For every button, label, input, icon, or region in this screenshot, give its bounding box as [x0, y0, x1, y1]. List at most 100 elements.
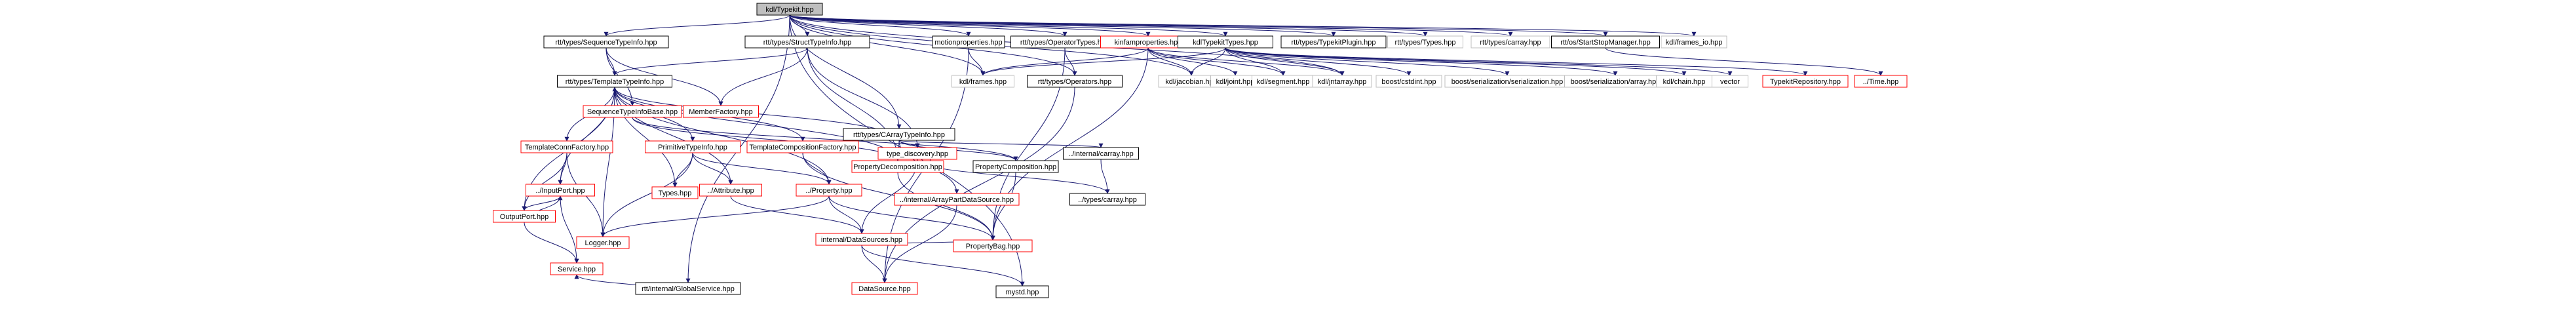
node-datasource-hpp[interactable]: DataSource.hpp — [851, 282, 918, 295]
edge-n8-to-n25 — [1225, 47, 1618, 76]
node-kdl-joint-hpp[interactable]: kdl/joint.hpp — [1210, 75, 1260, 88]
node-inputport-hpp[interactable]: ../InputPort.hpp — [526, 184, 595, 197]
node-kdl-jntarray-hpp[interactable]: kdl/jntarray.hpp — [1312, 75, 1372, 88]
node-box — [843, 128, 955, 141]
node-boost-cstdint-hpp[interactable]: boost/cstdint.hpp — [1375, 75, 1442, 88]
node-label: kdl/joint.hpp — [1216, 78, 1255, 86]
node-property-hpp[interactable]: ../Property.hpp — [796, 184, 862, 197]
node-label: kdl/frames_io.hpp — [1666, 39, 1723, 47]
edge-n3-to-n33 — [807, 47, 900, 161]
node-logger-hpp[interactable]: Logger.hpp — [576, 236, 630, 249]
node-sequencetypeinfobase-hpp[interactable]: SequenceTypeInfoBase.hpp — [583, 105, 682, 118]
node-label: kinfamproperties.hpp — [1115, 39, 1182, 47]
node-kdl-segment-hpp[interactable]: kdl/segment.hpp — [1252, 75, 1315, 88]
node-attribute-hpp[interactable]: ../Attribute.hpp — [699, 184, 762, 197]
node-mystd-hpp[interactable]: mystd.hpp — [995, 285, 1049, 298]
node-rtt-os-startstopmanager-hpp[interactable]: rtt/os/StartStopManager.hpp — [1551, 35, 1660, 49]
node-boost-serialization-array-hpp[interactable]: boost/serialization/array.hpp — [1564, 75, 1666, 88]
edge-n40-to-n44 — [600, 195, 830, 237]
node-layer: kdl/Typekit.hpp rtt/internal/GlobalServic… — [493, 3, 1908, 298]
node-templatecompositionfactory-hpp[interactable]: TemplateCompositionFactory.hpp — [746, 140, 859, 153]
node-propertydecomposition-hpp[interactable]: PropertyDecomposition.hpp — [851, 160, 944, 173]
node-box — [815, 233, 908, 246]
node-rtt-internal-globalservice-hpp[interactable]: rtt/internal/GlobalService.hpp — [635, 282, 741, 295]
edge-n7-to-n22 — [1147, 47, 1345, 76]
node-label: ../internal/ArrayPartDataSource.hpp — [900, 196, 1014, 204]
node-box — [557, 75, 672, 88]
edge-n37-to-n43 — [522, 195, 561, 211]
node-box — [651, 186, 699, 199]
node-label: TemplateCompositionFactory.hpp — [749, 144, 856, 151]
node-typekitrepository-hpp[interactable]: TypekitRepository.hpp — [1762, 75, 1849, 88]
node-kdl-jacobian-hpp[interactable]: kdl/jacobian.hpp — [1158, 75, 1225, 88]
node-propertycomposition-hpp[interactable]: PropertyComposition.hpp — [972, 160, 1059, 173]
node-templateconnfactory-hpp[interactable]: TemplateConnFactory.hpp — [520, 140, 613, 153]
edge-layer — [522, 14, 1883, 295]
node-motionproperties-hpp[interactable]: motionproperties.hpp — [932, 35, 1005, 49]
node-rtt-types-structtypeinfo-hpp[interactable]: rtt/types/StructTypeInfo.hpp — [744, 35, 870, 49]
node-rtt-types-types-hpp[interactable]: rtt/types/Types.hpp — [1387, 35, 1463, 49]
edge-n31-to-n39 — [692, 152, 733, 185]
node-box — [1178, 35, 1273, 49]
edge-n31-to-n38 — [672, 152, 693, 188]
node-label: Logger.hpp — [585, 239, 621, 247]
node-memberfactory-hpp[interactable]: MemberFactory.hpp — [683, 105, 759, 118]
node-internal-carray-hpp[interactable]: ../internal/carray.hpp — [1063, 147, 1139, 160]
node-rtt-types-carraytypeinfo-hpp[interactable]: rtt/types/CArrayTypeInfo.hpp — [843, 128, 955, 141]
node-label: TemplateConnFactory.hpp — [525, 144, 609, 151]
node-rtt-types-typekitplugin-hpp[interactable]: rtt/types/TypekitPlugin.hpp — [1280, 35, 1387, 49]
node-vector[interactable]: vector — [1712, 75, 1748, 88]
node-type-discovery-hpp[interactable]: type_discovery.hpp — [877, 147, 957, 160]
node-types-hpp[interactable]: Types.hpp — [651, 186, 699, 199]
node-box — [543, 35, 669, 49]
edge-n0-to-n13 — [789, 14, 1696, 37]
edge-n12-to-n29 — [1605, 47, 1883, 76]
node-kdl-frames-io-hpp[interactable]: kdl/frames_io.hpp — [1661, 35, 1727, 49]
node-label: rtt/types/CArrayTypeInfo.hpp — [853, 131, 945, 139]
node-primitivetypeinfo-hpp[interactable]: PrimitiveTypeInfo.hpp — [645, 140, 740, 153]
edge-n0-to-n5 — [789, 14, 971, 37]
node-propertybag-hpp[interactable]: PropertyBag.hpp — [953, 239, 1033, 252]
node-boost-serialization-serialization-hpp[interactable]: boost/serialization/serialization.hpp — [1444, 75, 1570, 88]
edge-n2-to-n14 — [606, 47, 617, 76]
node-rtt-types-operators-hpp[interactable]: rtt/types/Operators.hpp — [1027, 75, 1123, 88]
edge-n14-to-n39 — [614, 87, 733, 185]
edge-n31-to-n44 — [600, 152, 693, 237]
node-rtt-types-carray-hpp[interactable]: rtt/types/carray.hpp — [1471, 35, 1550, 49]
node-rtt-types-operatortypes-hpp[interactable]: rtt/types/OperatorTypes.hpp — [1010, 35, 1119, 49]
node-box — [683, 105, 759, 118]
node-label: mystd.hpp — [1006, 288, 1039, 296]
node-kdltypekittypes-hpp[interactable]: kdlTypekitTypes.hpp — [1178, 35, 1273, 49]
node-internal-datasources-hpp[interactable]: internal/DataSources.hpp — [815, 233, 908, 246]
edge-n8-to-n17 — [980, 47, 1226, 76]
node-kdl-chain-hpp[interactable]: kdl/chain.hpp — [1656, 75, 1712, 88]
node-box — [851, 160, 944, 173]
node-internal-arraypartdatasource-hpp[interactable]: ../internal/ArrayPartDataSource.hpp — [894, 193, 1020, 206]
node-outputport-hpp[interactable]: OutputPort.hpp — [493, 210, 556, 223]
node-time-hpp[interactable]: ../Time.hpp — [1854, 75, 1908, 88]
node-kinfamproperties-hpp[interactable]: kinfamproperties.hpp — [1100, 35, 1196, 49]
node-box — [972, 160, 1059, 173]
node-box — [1762, 75, 1849, 88]
node-types-carray-hpp[interactable]: ../types/carray.hpp — [1069, 193, 1145, 206]
node-kdl-typekit-hpp[interactable]: kdl/Typekit.hpp — [756, 3, 823, 16]
edge-n8-to-n24 — [1225, 47, 1510, 76]
node-box — [1471, 35, 1550, 49]
edge-n39-to-n45 — [730, 195, 864, 234]
node-box — [877, 147, 957, 160]
node-label: kdl/jacobian.hpp — [1165, 78, 1218, 86]
node-box — [1551, 35, 1660, 49]
node-kdl-frames-hpp[interactable]: kdl/frames.hpp — [952, 75, 1014, 88]
node-label: rtt/types/Types.hpp — [1395, 39, 1456, 47]
edge-n43-to-n47 — [524, 222, 579, 264]
node-label: internal/DataSources.hpp — [821, 236, 902, 244]
node-box — [995, 285, 1049, 298]
node-service-hpp[interactable]: Service.hpp — [550, 262, 604, 275]
edge-n33-to-n46 — [897, 172, 995, 241]
node-box — [1280, 35, 1387, 49]
node-rtt-types-templatetypeinfo-hpp[interactable]: rtt/types/TemplateTypeInfo.hpp — [557, 75, 672, 88]
node-rtt-types-sequencetypeinfo-hpp[interactable]: rtt/types/SequenceTypeInfo.hpp — [543, 35, 669, 49]
edge-n45-to-n49 — [861, 245, 1025, 287]
node-label: vector — [1720, 78, 1740, 86]
node-label: Types.hpp — [659, 189, 692, 197]
